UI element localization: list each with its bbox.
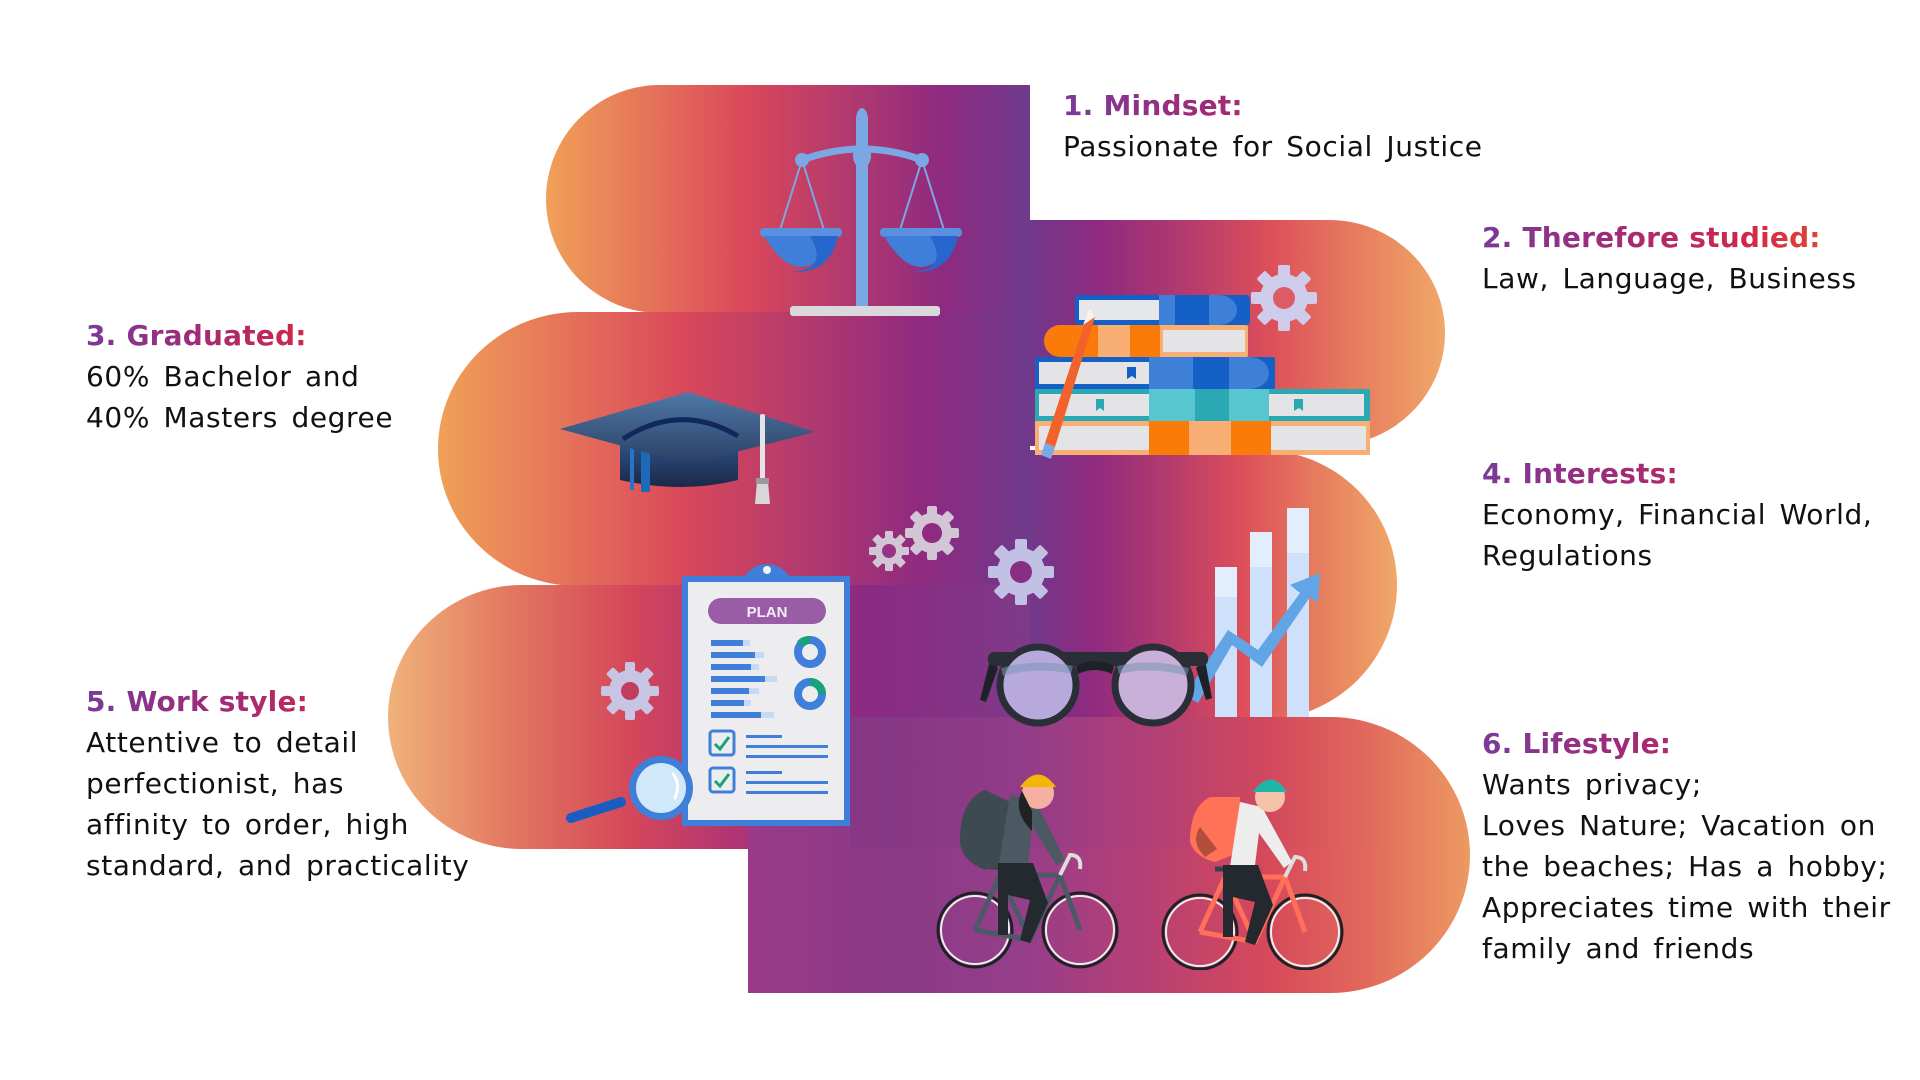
section-text-line: Wants privacy; [1482, 768, 1702, 801]
section-text-line: Appreciates time with their [1482, 891, 1891, 924]
section-studied: 2. Therefore studied: Law, Language, Bus… [1482, 218, 1857, 299]
section-title: 5. Work style: [86, 682, 469, 722]
section-text-line: standard, and practicality [86, 849, 470, 882]
section-title: 2. Therefore studied: [1482, 218, 1857, 258]
gear-icon [869, 531, 909, 571]
section-text-line: affinity to order, high [86, 808, 409, 841]
section-title: 1. Mindset: [1063, 86, 1483, 126]
scales-of-justice-icon [760, 100, 970, 320]
section-interests: 4. Interests: Economy, Financial World, … [1482, 454, 1872, 576]
plan-clipboard-icon: PLAN [682, 558, 852, 828]
section-text-line: the beaches; Has a hobby; [1482, 850, 1888, 883]
lifestyle-photo-panel [850, 717, 1395, 848]
cyclists-icon [930, 765, 1350, 970]
gear-icon [600, 661, 660, 721]
section-text-line: 60% Bachelor and [86, 360, 360, 393]
section-text-line: Regulations [1482, 539, 1653, 572]
gear-icon [987, 538, 1055, 606]
section-text-line: 40% Masters degree [86, 401, 394, 434]
band-mindset [546, 85, 1030, 313]
section-text-line: Attentive to detail [86, 726, 359, 759]
section-work-style: 5. Work style: Attentive to detail perfe… [86, 682, 469, 886]
magnifier-icon [565, 752, 705, 832]
gear-icon [1250, 264, 1318, 332]
section-mindset: 1. Mindset: Passionate for Social Justic… [1063, 86, 1483, 167]
glasses-icon [980, 640, 1215, 730]
section-text-line: Loves Nature; Vacation on [1482, 809, 1876, 842]
graduation-cap-icon [560, 392, 880, 517]
books-stack-icon [1035, 285, 1385, 465]
section-title: 4. Interests: [1482, 454, 1872, 494]
section-lifestyle: 6. Lifestyle: Wants privacy; Loves Natur… [1482, 724, 1891, 969]
plan-label: PLAN [747, 604, 788, 621]
section-title: 6. Lifestyle: [1482, 724, 1891, 764]
section-text-line: Passionate for Social Justice [1063, 130, 1483, 163]
section-graduated: 3. Graduated: 60% Bachelor and 40% Maste… [86, 316, 393, 438]
gear-icon [904, 505, 960, 561]
section-text-line: Law, Language, Business [1482, 262, 1857, 295]
section-text-line: perfectionist, has [86, 767, 345, 800]
section-title: 3. Graduated: [86, 316, 393, 356]
growth-chart-icon [1190, 505, 1340, 720]
section-text-line: Economy, Financial World, [1482, 498, 1873, 531]
section-text-line: family and friends [1482, 932, 1755, 965]
